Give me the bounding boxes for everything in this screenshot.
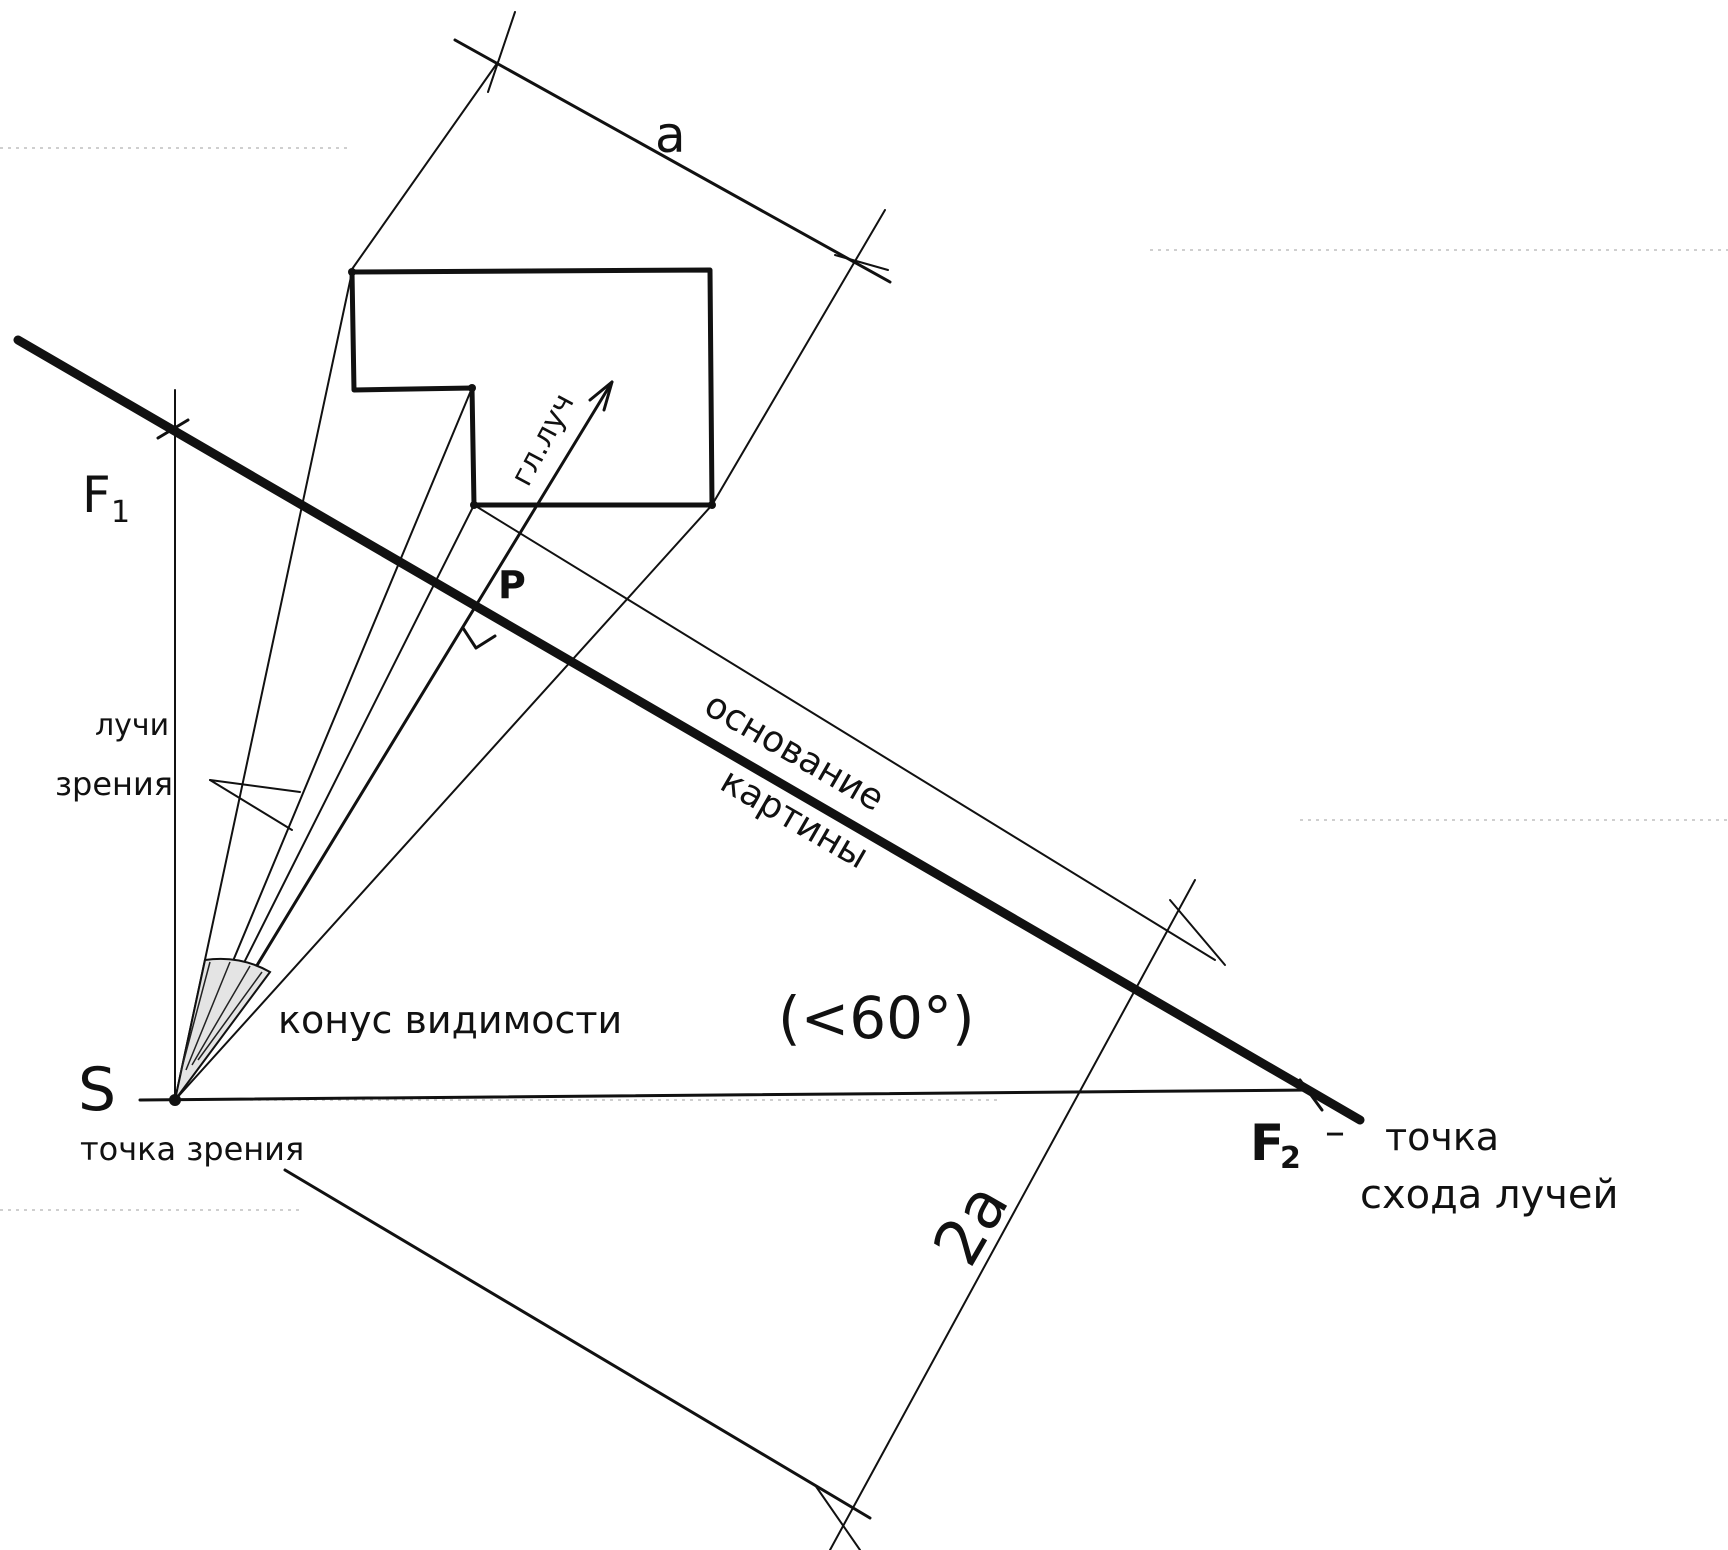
dimension-a-tick-right <box>834 254 889 271</box>
rays-leader <box>209 779 301 793</box>
paper-lines <box>0 147 1728 1211</box>
label-f2-dash: – <box>1325 1109 1345 1155</box>
label-main-ray: гл.луч <box>504 388 581 492</box>
label-cone: конус видимости <box>278 998 622 1042</box>
label-f2-sub: 2 <box>1280 1141 1301 1176</box>
label-vanish-2: схода лучей <box>1360 1172 1619 1218</box>
label-f1-sub: 1 <box>111 495 130 530</box>
right-angle-marker <box>461 626 497 650</box>
dimension-2a-tick <box>814 1484 861 1550</box>
f2-tick <box>1298 1078 1324 1112</box>
label-2a: 2a <box>920 1172 1024 1278</box>
picture-base-line <box>13 335 1365 1125</box>
label-rays-1: лучи <box>95 708 169 743</box>
dimension-a-ext-left <box>349 61 499 273</box>
projection-strip-line <box>473 504 1216 961</box>
label-s: S <box>78 1055 116 1125</box>
label-p: P <box>498 563 526 607</box>
label-rays-2: зрения <box>55 765 173 803</box>
label-viewpoint: точка зрения <box>80 1130 304 1168</box>
dimension-a-line <box>453 38 892 284</box>
dimension-2a-ext <box>829 879 1196 1550</box>
label-vanish-1: точка <box>1385 1115 1499 1159</box>
label-cone-angle: (<60°) <box>778 984 975 1052</box>
viewpoint-dot <box>169 1094 181 1106</box>
dimension-a-ext-right <box>711 209 886 506</box>
s-f2-line <box>138 1088 1312 1102</box>
label-a: a <box>655 106 686 164</box>
cone-of-visibility <box>174 957 272 1101</box>
rays-leader <box>209 779 293 831</box>
label-f1: F <box>82 466 111 524</box>
main-ray-arrowhead <box>588 380 614 412</box>
dimension-a-tick-left <box>487 11 516 93</box>
dimension-2a-line <box>283 1168 872 1520</box>
label-f2: F <box>1250 1114 1284 1172</box>
f1-tick <box>156 418 190 440</box>
